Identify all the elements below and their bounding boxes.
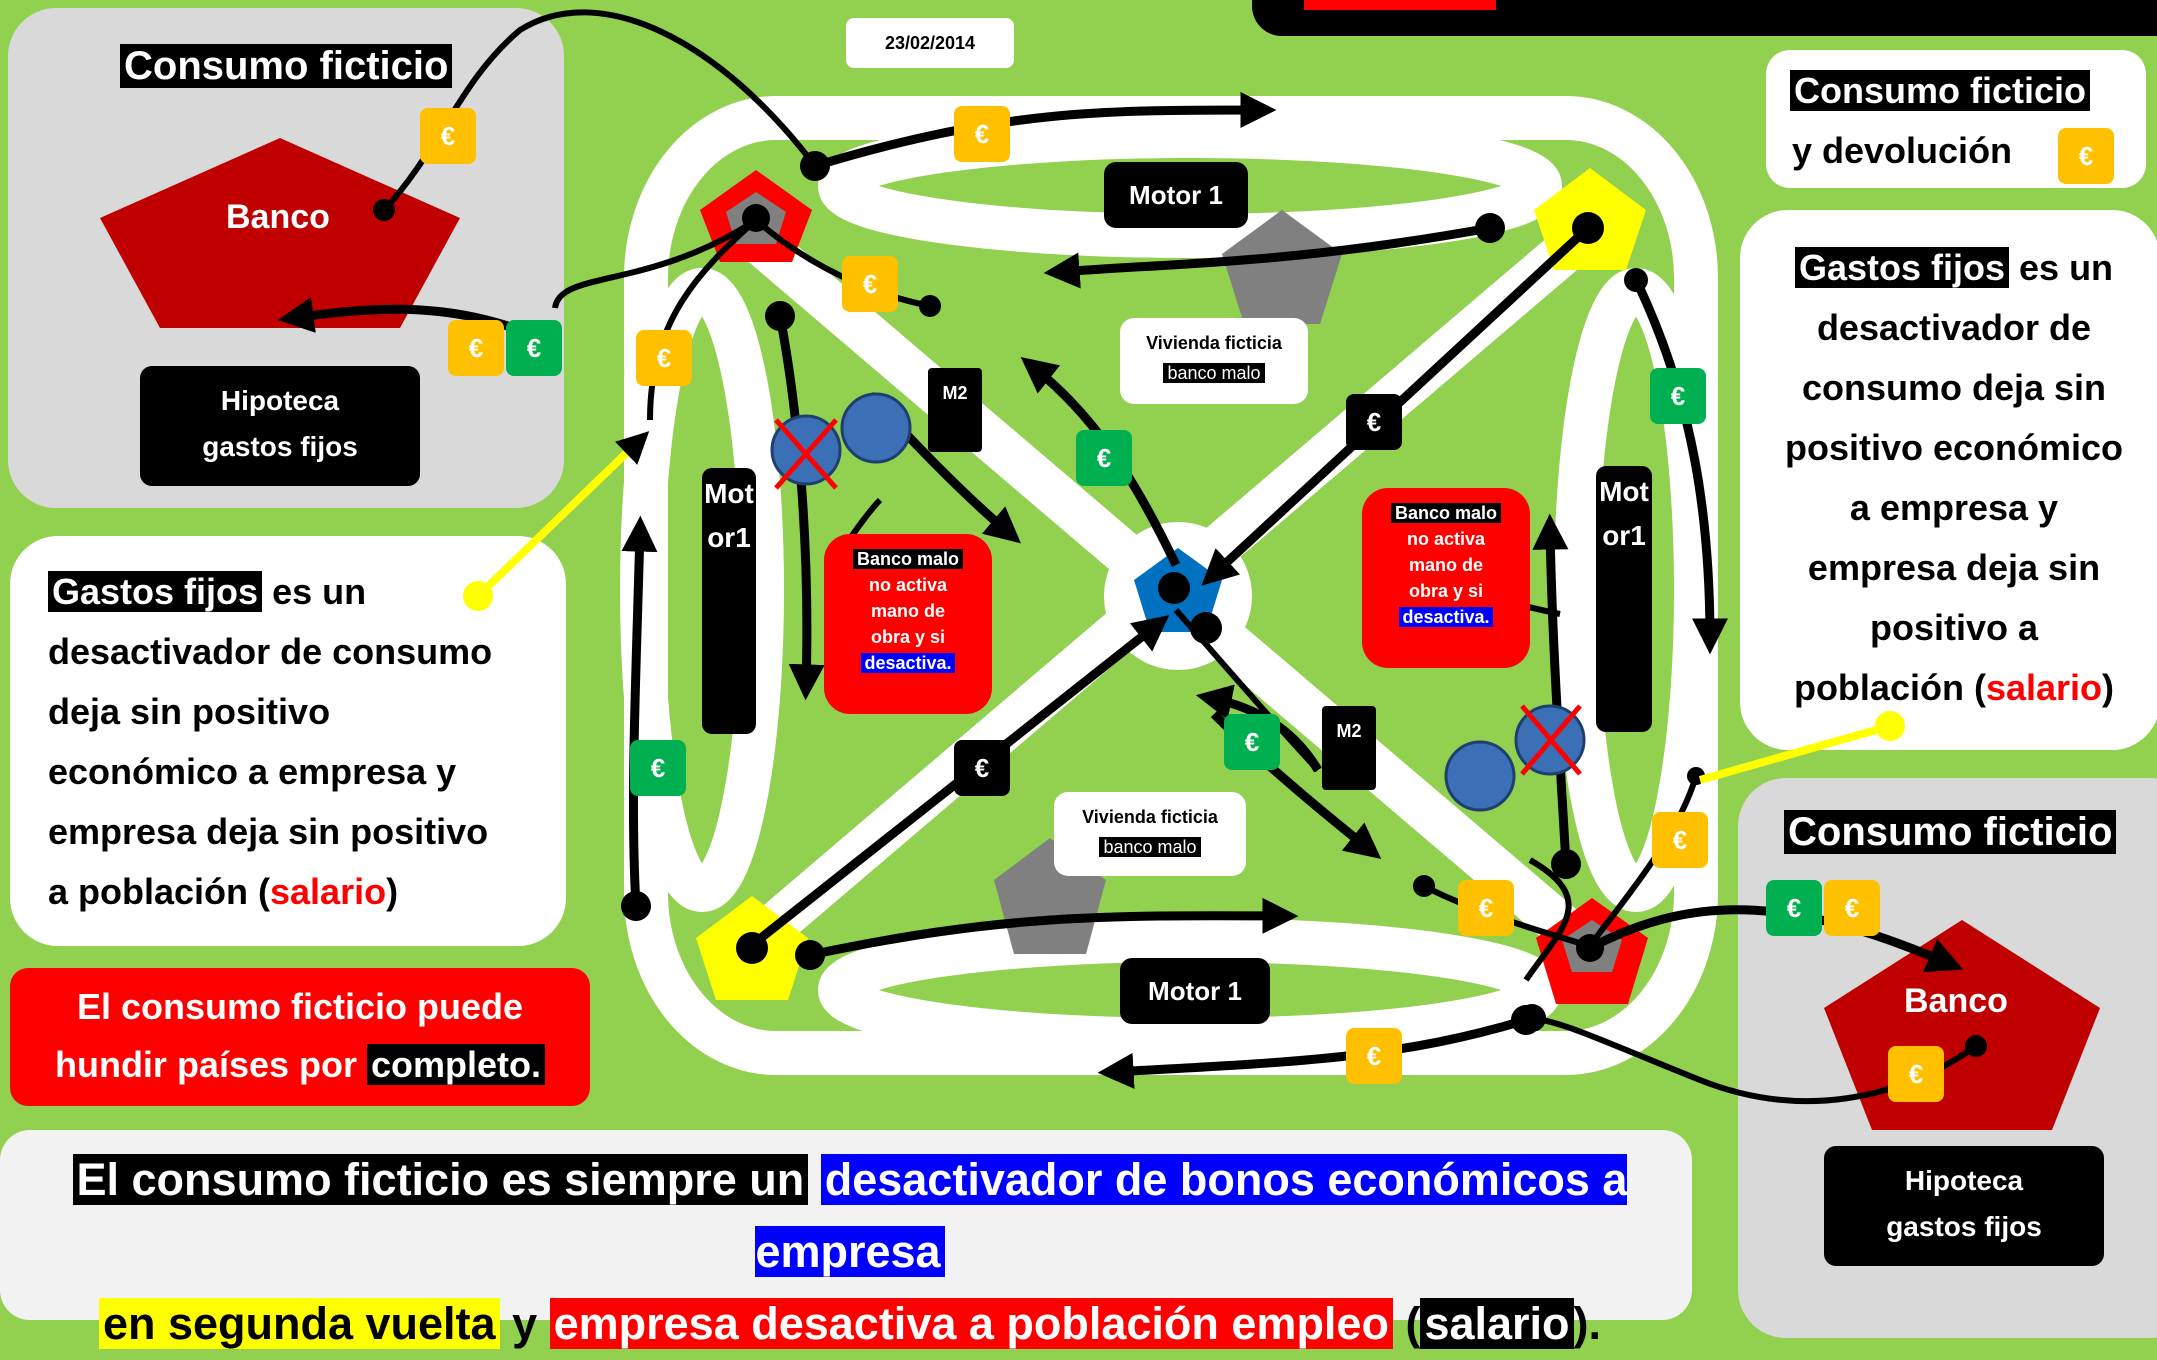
left-text: Gastos fijos es un desactivador de consu… xyxy=(48,571,493,912)
top-banner-red-block xyxy=(1304,0,1496,10)
vivienda-top-label: Vivienda ficticia banco malo xyxy=(1120,318,1308,404)
m2-left-label: M2 xyxy=(928,368,982,452)
euro-chip: € xyxy=(954,106,1010,162)
bottom-right-panel-title: Consumo ficticio xyxy=(1784,810,2117,855)
right-text: Gastos fijos es un desactivador de consu… xyxy=(1784,247,2124,708)
top-grey-pentagon xyxy=(1222,210,1342,324)
euro-chip: € xyxy=(506,320,562,376)
bottom-right-bank-label: Banco xyxy=(1904,982,2008,1020)
top-banner-fragment xyxy=(1252,0,2157,36)
euro-chip: € xyxy=(1766,880,1822,936)
euro-chip: € xyxy=(448,320,504,376)
red-warning-box: El consumo ficticio puede hundir países … xyxy=(10,968,590,1106)
euro-chip: € xyxy=(1076,430,1132,486)
euro-chip: € xyxy=(1888,1046,1944,1102)
euro-chip: € xyxy=(954,740,1010,796)
banco-malo-left: Banco malo no activa mano de obra y si d… xyxy=(824,534,992,714)
circuit-diagram xyxy=(277,9,1987,1104)
top-right-legend-line2: y devolución xyxy=(1792,130,2013,171)
euro-chip: € xyxy=(842,256,898,312)
euro-chip: € xyxy=(1224,714,1280,770)
euro-chip: € xyxy=(420,108,476,164)
right-text-panel xyxy=(1740,210,2157,750)
smiley-faces xyxy=(770,392,1586,812)
bottom-right-hipoteca-box: Hipoteca gastos fijos xyxy=(1824,1146,2104,1266)
top-left-hipoteca-box: Hipoteca gastos fijos xyxy=(140,366,420,486)
top-right-legend-title: Consumo ficticio xyxy=(1790,70,2091,112)
euro-chip: € xyxy=(1458,880,1514,936)
top-left-bank-shape xyxy=(100,138,460,328)
motor-left-label: Motor1 xyxy=(702,468,756,734)
euro-chip: € xyxy=(1346,1028,1402,1084)
motor-top-label: Motor 1 xyxy=(1104,162,1248,228)
m2-right-label: M2 xyxy=(1322,706,1376,790)
banco-malo-right: Banco malo no activa mano de obra y si d… xyxy=(1362,488,1530,668)
legend-euro-chip: € xyxy=(2058,128,2114,184)
top-left-bank-label: Banco xyxy=(226,198,330,236)
euro-chip: € xyxy=(1652,812,1708,868)
vivienda-bottom-label: Vivienda ficticia banco malo xyxy=(1054,792,1246,876)
euro-chip: € xyxy=(630,740,686,796)
euro-chip: € xyxy=(1346,394,1402,450)
motor-bottom-label: Motor 1 xyxy=(1120,958,1270,1024)
top-left-panel-title: Consumo ficticio xyxy=(120,44,453,89)
euro-chip: € xyxy=(636,330,692,386)
euro-chip: € xyxy=(1650,368,1706,424)
motor-right-label: Motor1 xyxy=(1596,466,1652,732)
euro-chip: € xyxy=(1824,880,1880,936)
date-label: 23/02/2014 xyxy=(846,18,1014,68)
yellow-pointers xyxy=(475,431,1892,784)
